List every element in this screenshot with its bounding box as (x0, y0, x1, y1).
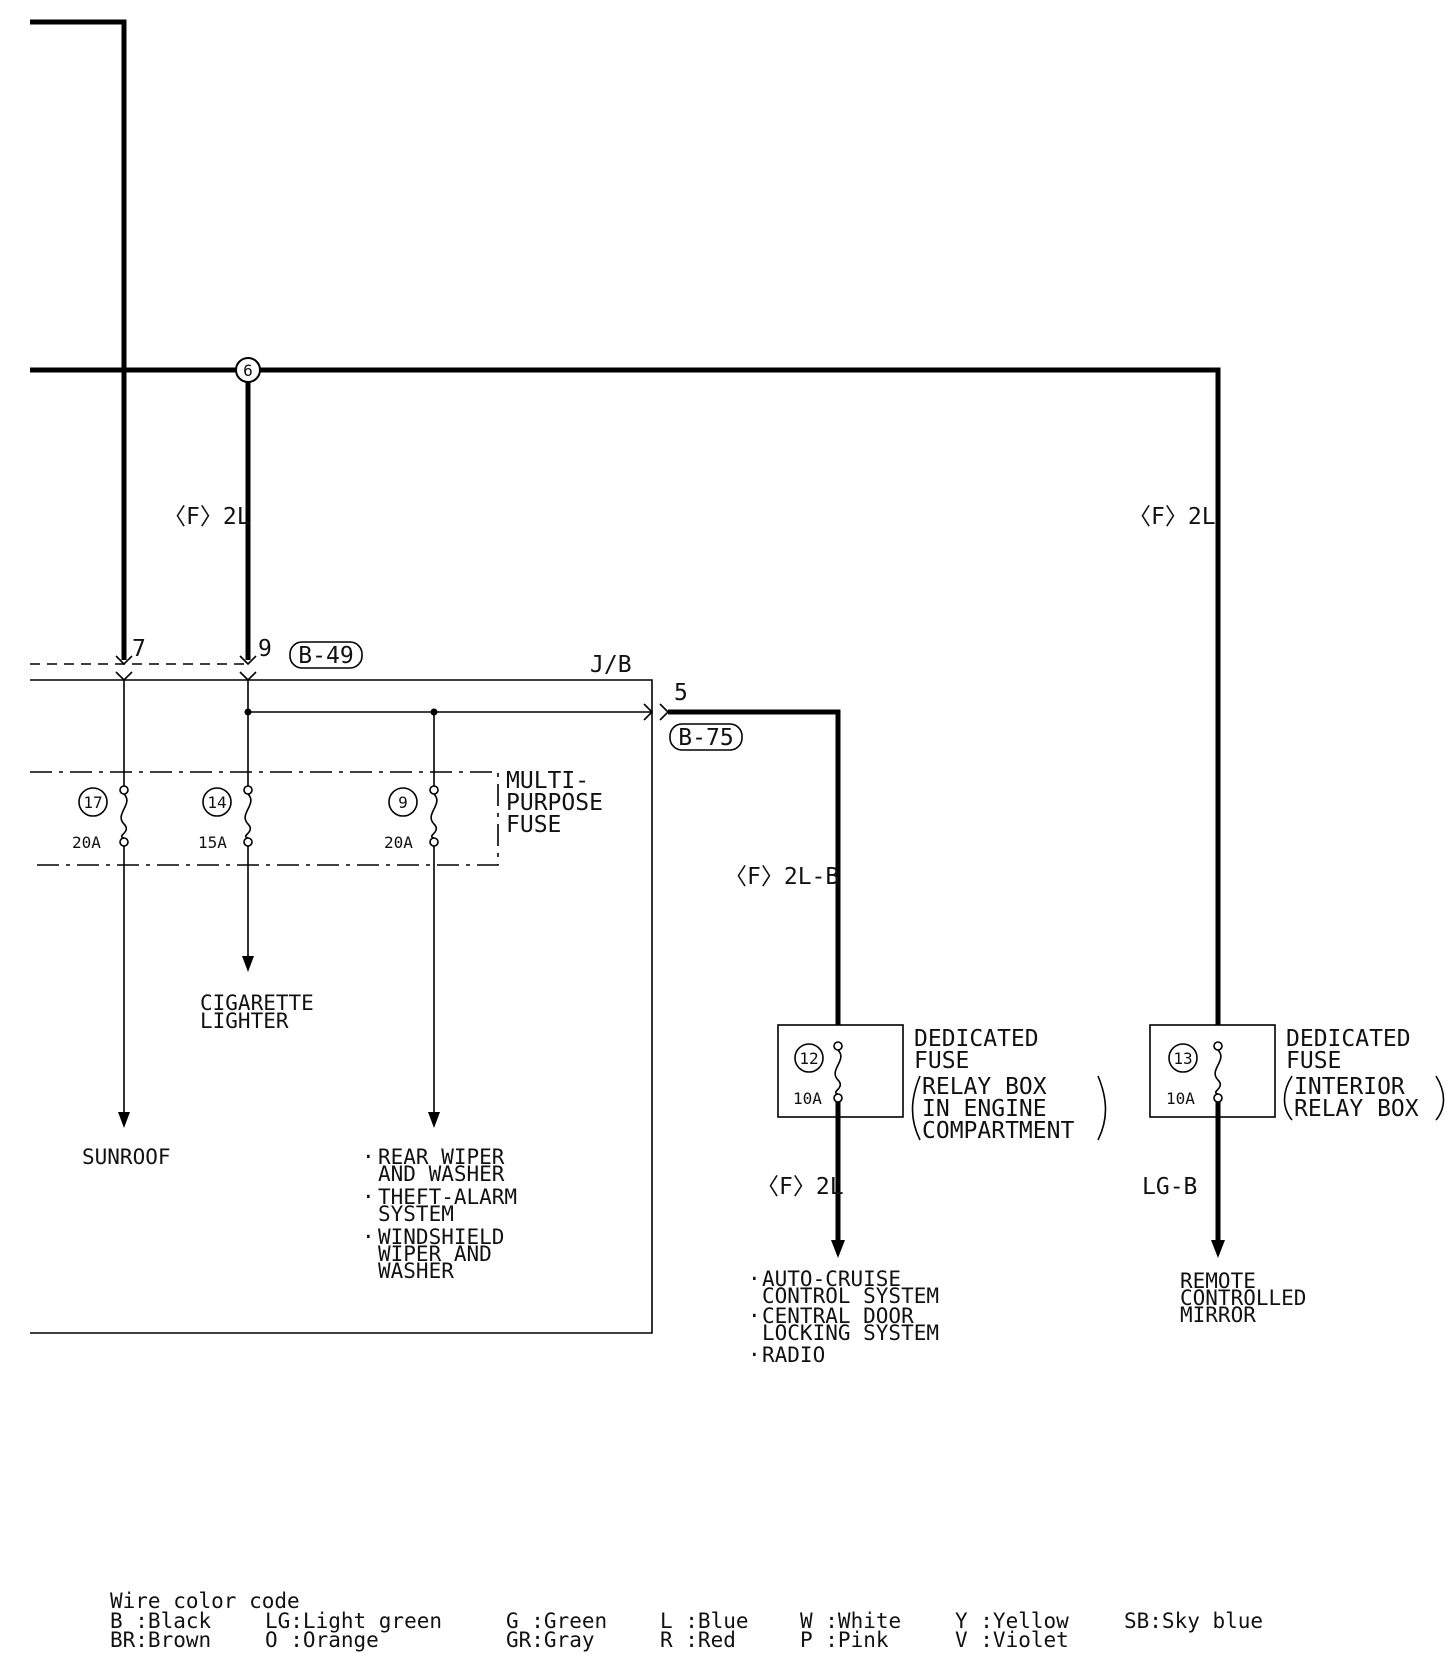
dest-theft-alarm-2: SYSTEM (378, 1202, 454, 1226)
dest-sunroof: SUNROOF (82, 1145, 171, 1169)
color-code-sb: SB:Sky blue (1124, 1609, 1263, 1633)
fuse-12-rating: 10A (793, 1089, 822, 1108)
fuse-17-rating: 20A (72, 833, 101, 852)
multi-purpose-fuse-label-1: MULTI- (506, 768, 589, 794)
dedicated-fuse-12-location-3: COMPARTMENT (922, 1118, 1074, 1144)
bullet-theft-alarm: · (362, 1185, 375, 1209)
junction-block-outline (30, 679, 653, 1334)
dest-cigarette-lighter-1: CIGARETTE (200, 991, 314, 1015)
connector-b75-box (669, 723, 743, 751)
pin-7: 7 (132, 636, 146, 662)
color-code-r: R :Red (660, 1628, 736, 1652)
connector-b49-box (289, 641, 363, 669)
pin-5: 5 (674, 680, 688, 706)
arrow-mirror (1211, 1240, 1225, 1258)
fuse-14 (202, 785, 253, 847)
dest-theft-alarm-1: THEFT-ALARM (378, 1185, 517, 1209)
wire-color-label-right: 〈F〉2L (1128, 504, 1216, 530)
dest-auto-cruise-2: CONTROL SYSTEM (762, 1284, 939, 1308)
wire-color-label-f2lb: 〈F〉2L-B (724, 864, 839, 890)
fuse-9 (388, 785, 439, 847)
paren-right-interior (1435, 1075, 1445, 1121)
color-code-title: Wire color code (110, 1589, 300, 1613)
color-code-lg: LG:Light green (265, 1609, 442, 1633)
paren-left-engine (911, 1075, 921, 1141)
junction-point-number: 6 (243, 361, 253, 380)
wire-color-label-left: 〈F〉2L (163, 504, 251, 530)
dest-radio: RADIO (762, 1343, 825, 1367)
dedicated-fuse-12-location-1: RELAY BOX (922, 1074, 1047, 1100)
color-code-b: B :Black (110, 1609, 212, 1633)
paren-right-engine (1097, 1075, 1107, 1141)
color-code-gr: GR:Gray (506, 1628, 595, 1652)
dest-mirror-2: CONTROLLED (1180, 1286, 1306, 1310)
dest-auto-cruise-1: AUTO-CRUISE (762, 1267, 901, 1291)
fuse-14-rating: 15A (198, 833, 227, 852)
arrow-wiper-group (428, 1112, 440, 1128)
dest-cigarette-lighter-2: LIGHTER (200, 1009, 289, 1033)
arrow-sunroof (118, 1112, 130, 1128)
color-code-w: W :White (800, 1609, 901, 1633)
wire-color-label-lower: 〈F〉2L (756, 1174, 844, 1200)
dedicated-fuse-12-location-2: IN ENGINE (922, 1096, 1047, 1122)
pin-9: 9 (258, 636, 272, 662)
color-code-l: L :Blue (660, 1609, 749, 1633)
fuse-17 (78, 785, 129, 847)
connector-b75: B-75 (678, 725, 733, 751)
arrow-cigarette-lighter (242, 956, 254, 972)
bullet-rear-wiper: · (362, 1145, 375, 1169)
fuse-12-number: 12 (799, 1049, 818, 1068)
fuse-13-number: 13 (1173, 1049, 1192, 1068)
dedicated-fuse-13-title-1: DEDICATED (1286, 1026, 1411, 1052)
color-code-y: Y :Yellow (955, 1609, 1069, 1633)
arrow-cruise-group (831, 1240, 845, 1258)
dest-rear-wiper-2: AND WASHER (378, 1162, 505, 1186)
dest-central-door-2: LOCKING SYSTEM (762, 1321, 939, 1345)
junction-block-label: J/B (590, 652, 632, 678)
fuse-13-rating: 10A (1166, 1089, 1195, 1108)
bullet-radio: · (748, 1343, 761, 1367)
dedicated-fuse-12-title-2: FUSE (914, 1048, 969, 1074)
color-code-br: BR:Brown (110, 1628, 211, 1652)
fuse-9-rating: 20A (384, 833, 413, 852)
color-code-g: G :Green (506, 1609, 607, 1633)
fuse-12 (794, 1041, 843, 1103)
wire-pin5-to-fuse12 (668, 709, 841, 1025)
dest-rear-wiper-1: REAR WIPER (378, 1145, 505, 1169)
wire-main-bus (30, 367, 1221, 1025)
bullet-central-door: · (748, 1304, 761, 1328)
color-code-p: P :Pink (800, 1628, 889, 1652)
dest-mirror-3: MIRROR (1180, 1303, 1256, 1327)
paren-left-interior (1283, 1075, 1293, 1121)
dedicated-fuse-12-title-1: DEDICATED (914, 1026, 1039, 1052)
multi-purpose-fuse-label-3: FUSE (506, 812, 561, 838)
fuse-14-number: 14 (207, 793, 226, 812)
dest-windshield-1: WINDSHIELD (378, 1225, 504, 1249)
bullet-windshield: · (362, 1225, 375, 1249)
color-code-v: V :Violet (955, 1628, 1069, 1652)
wire-top-feed (30, 19, 127, 660)
fuse-13 (1168, 1041, 1223, 1103)
fuse-9-number: 9 (398, 793, 408, 812)
dedicated-fuse-13-box (1149, 1024, 1276, 1118)
connector-b49: B-49 (298, 643, 353, 669)
dest-mirror-1: REMOTE (1180, 1269, 1256, 1293)
fuse-17-number: 17 (83, 793, 102, 812)
dest-central-door-1: CENTRAL DOOR (762, 1304, 914, 1328)
dedicated-fuse-13-location-2: RELAY BOX (1294, 1096, 1419, 1122)
dedicated-fuse-13-location-1: INTERIOR (1294, 1074, 1405, 1100)
wire-color-label-lgb: LG-B (1142, 1174, 1197, 1200)
multi-purpose-fuse-label-2: PURPOSE (506, 790, 603, 816)
color-code-o: O :Orange (265, 1628, 379, 1652)
bullet-auto-cruise: · (748, 1267, 761, 1291)
dest-windshield-2: WIPER AND (378, 1242, 492, 1266)
dedicated-fuse-13-title-2: FUSE (1286, 1048, 1341, 1074)
dest-windshield-3: WASHER (378, 1259, 454, 1283)
